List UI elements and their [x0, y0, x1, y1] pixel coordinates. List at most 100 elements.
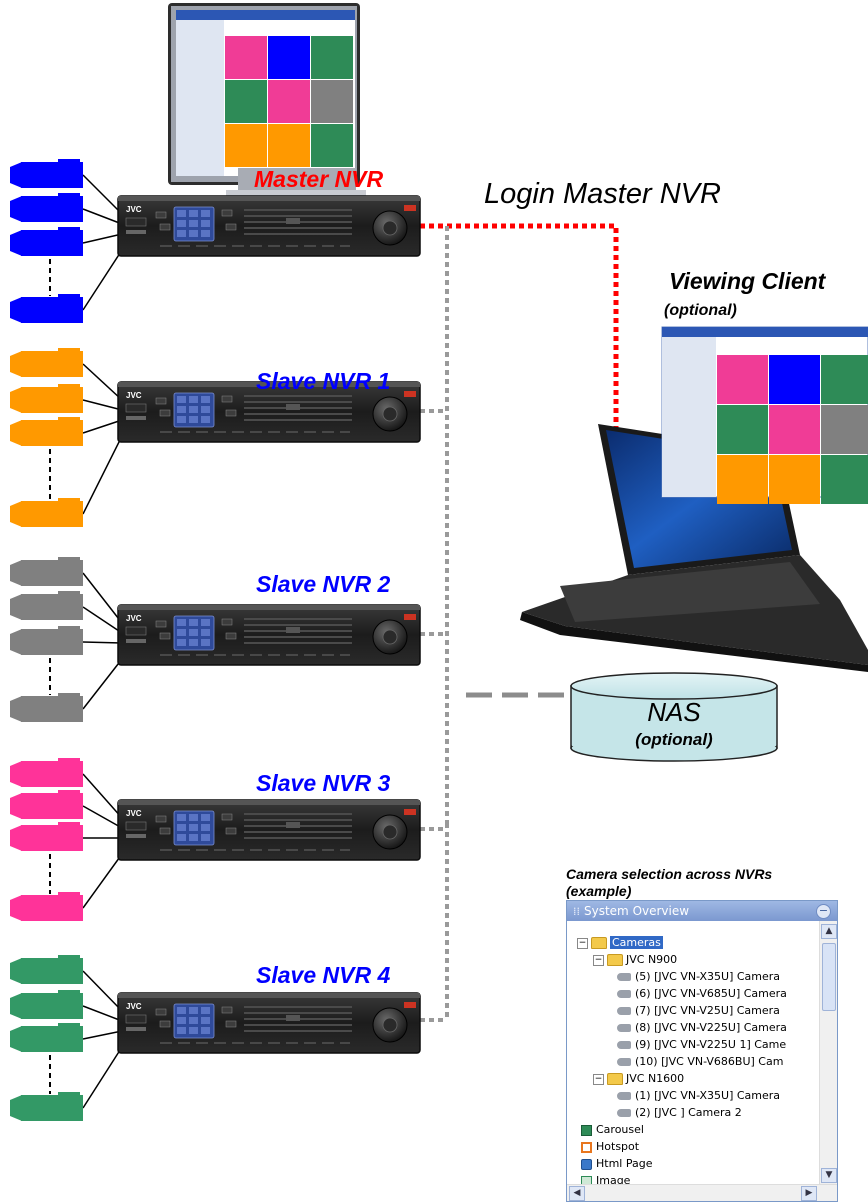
collapse-icon[interactable]: −: [816, 904, 831, 919]
hotspot-icon: [581, 1141, 592, 1153]
camera-icon: [10, 227, 83, 256]
system-overview-title: System Overview: [584, 904, 690, 918]
camera-cable: [82, 658, 123, 710]
camera-cable: [82, 970, 123, 1012]
tree-item-hotspot[interactable]: Hotspot: [581, 1139, 639, 1155]
tree-item-carousel[interactable]: Carousel: [581, 1122, 644, 1138]
camera-icon: [10, 790, 83, 819]
tree-item-camera[interactable]: (5) [JVC VN-X35U] Camera: [617, 969, 780, 985]
tree-item-html-page[interactable]: Html Page: [581, 1156, 652, 1172]
html-page-icon: [581, 1158, 592, 1170]
tree-item-label: (8) [JVC VN-V225U] Camera: [635, 1021, 787, 1034]
camera-cable: [82, 572, 123, 624]
collapse-toggle-icon[interactable]: −: [593, 954, 604, 966]
camera-cable: [82, 208, 123, 225]
camera-icon: [617, 1007, 631, 1015]
camera-icon: [10, 348, 83, 377]
camera-cable: [82, 419, 123, 434]
slave-nvr-2-label: Slave NVR 2: [256, 571, 391, 597]
tree-item-camera[interactable]: (8) [JVC VN-V225U] Camera: [617, 1020, 787, 1036]
svg-text:JVC: JVC: [126, 1002, 142, 1011]
camera-icon: [617, 990, 631, 998]
slave-nvr-unit-4: JVC: [117, 992, 421, 1054]
tree-item-label: (10) [JVC VN-V686BU] Cam: [635, 1055, 784, 1068]
camera-icon: [10, 990, 83, 1019]
client-tile: [821, 355, 868, 404]
viewing-client-label: Viewing Client: [669, 268, 826, 294]
camera-icon: [10, 557, 83, 586]
tree-item-label: (1) [JVC VN-X35U] Camera: [635, 1089, 781, 1102]
camera-icon: [617, 1058, 631, 1066]
slave-nvr-unit-2: JVC: [117, 604, 421, 666]
camera-icon: [617, 1024, 631, 1032]
horizontal-scrollbar[interactable]: ◀ ▶: [567, 1184, 837, 1201]
tree-item-label: (2) [JVC ] Camera 2: [635, 1106, 742, 1119]
vertical-scrollbar[interactable]: ▲ ▼: [819, 921, 837, 1185]
camera-selection-label: Camera selection across NVRs: [566, 866, 773, 882]
tree-item-nvr[interactable]: −JVC N900: [593, 952, 677, 968]
tree-item-label: Cameras: [610, 936, 663, 949]
scroll-left-icon[interactable]: ◀: [569, 1186, 585, 1201]
camera-cable: [82, 363, 123, 401]
slave-nvr-3-label: Slave NVR 3: [256, 770, 391, 796]
carousel-icon: [581, 1124, 592, 1136]
monitor-tile: [225, 80, 267, 123]
camera-cable: [82, 805, 123, 829]
camera-group-4: [10, 758, 123, 921]
camera-icon: [10, 193, 83, 222]
monitor-tile: [225, 36, 267, 79]
camera-icon: [10, 417, 83, 446]
system-overview-header[interactable]: ⁞⁞ System Overview −: [567, 901, 837, 921]
camera-cable: [82, 1030, 123, 1040]
tree-item-camera[interactable]: (1) [JVC VN-X35U] Camera: [617, 1088, 780, 1104]
camera-icon: [10, 591, 83, 620]
camera-icon: [10, 758, 83, 787]
network-bus: [420, 226, 449, 1022]
camera-cable: [82, 1005, 123, 1022]
camera-icon: [10, 294, 83, 323]
tree-item-camera[interactable]: (2) [JVC ] Camera 2: [617, 1105, 742, 1121]
scroll-down-icon[interactable]: ▼: [821, 1168, 837, 1183]
collapse-toggle-icon[interactable]: −: [593, 1073, 604, 1085]
tree-item-camera[interactable]: (10) [JVC VN-V686BU] Cam: [617, 1054, 783, 1070]
scroll-right-icon[interactable]: ▶: [801, 1186, 817, 1201]
monitor-tile: [225, 124, 267, 167]
camera-cable: [82, 641, 123, 644]
camera-icon: [10, 498, 83, 527]
tree-item-camera[interactable]: (7) [JVC VN-V25U] Camera: [617, 1003, 780, 1019]
client-tile: [821, 405, 868, 454]
client-tile: [769, 455, 820, 504]
camera-tree: −Cameras −JVC N900 (5) [JVC VN-X35U] Cam…: [577, 935, 815, 1187]
scroll-up-icon[interactable]: ▲: [821, 924, 837, 939]
monitor-tile: [311, 36, 353, 79]
tree-item-label: Carousel: [596, 1123, 644, 1136]
master-monitor: [168, 3, 366, 200]
tree-item-label: Html Page: [596, 1157, 653, 1170]
camera-icon: [10, 1092, 83, 1121]
slave-nvr-4-label: Slave NVR 4: [256, 962, 391, 988]
viewing-client-optional-label: (optional): [664, 302, 737, 319]
camera-icon: [10, 892, 83, 921]
master-nvr-unit: JVC: [117, 195, 421, 257]
collapse-toggle-icon[interactable]: −: [577, 937, 588, 949]
camera-group-3: [10, 557, 123, 722]
folder-icon: [607, 954, 623, 966]
grip-icon: ⁞⁞: [573, 905, 580, 918]
tree-item-camera[interactable]: (9) [JVC VN-V225U 1] Came: [617, 1037, 786, 1053]
camera-group-2: [10, 348, 123, 527]
system-overview-panel: ⁞⁞System Overview − −Cameras −JVC N900 (…: [566, 900, 838, 1202]
camera-icon: [617, 1041, 631, 1049]
tree-item-nvr[interactable]: −JVC N1600: [593, 1071, 684, 1087]
camera-cable: [82, 606, 123, 634]
tree-item-cameras[interactable]: − Cameras: [577, 935, 663, 951]
scrollbar-thumb[interactable]: [822, 943, 836, 1011]
viewing-client-window: [661, 326, 868, 504]
camera-icon: [10, 1023, 83, 1052]
login-master-nvr-label: Login Master NVR: [484, 178, 721, 210]
tree-item-camera[interactable]: (6) [JVC VN-V685U] Camera: [617, 986, 787, 1002]
monitor-tile: [268, 124, 310, 167]
folder-icon: [591, 937, 607, 949]
tree-item-label: (9) [JVC VN-V225U 1] Came: [635, 1038, 787, 1051]
camera-icon: [10, 693, 83, 722]
